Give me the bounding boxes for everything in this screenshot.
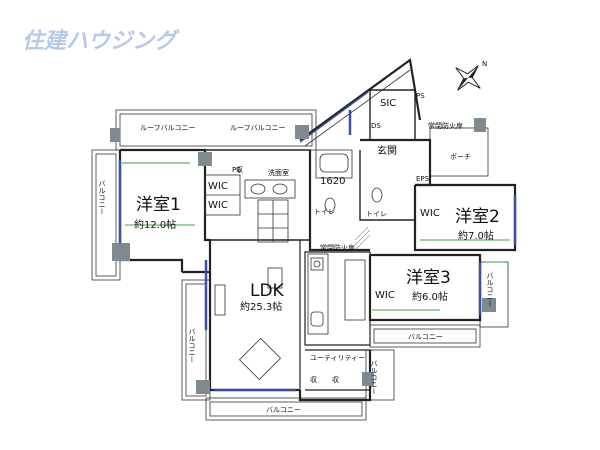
label-toilet-1: トイレ xyxy=(314,208,335,216)
label-eps: EPS xyxy=(416,175,430,183)
label-bath: 1620 xyxy=(320,176,345,187)
kitchen-counter xyxy=(307,253,366,335)
label-ds: DS xyxy=(371,122,381,130)
wic-block-western1 xyxy=(204,174,241,216)
room-ldk-area: 約25.3帖 xyxy=(240,300,282,313)
room-western2-name: 洋室2 xyxy=(455,207,500,227)
walls xyxy=(118,58,517,402)
label-closet-b: 収 xyxy=(332,376,339,384)
label-wic-4: WIC xyxy=(375,290,395,301)
label-toilet-2: トイレ xyxy=(366,210,387,218)
ldk-furniture xyxy=(214,267,283,381)
label-utility: ユーティリティー xyxy=(310,354,365,362)
label-closet-a: 収 xyxy=(310,376,317,384)
room-western1-area: 約12.0帖 xyxy=(134,218,176,231)
label-ps-1: PS xyxy=(416,92,425,100)
label-wic-2: WIC xyxy=(208,200,228,211)
label-entrance: 玄関 xyxy=(377,144,397,157)
label-balcony-mid: バルコニー xyxy=(408,333,443,341)
compass-icon: N xyxy=(455,60,487,91)
label-balcony-bottom: バルコニー xyxy=(266,406,301,414)
window-lines xyxy=(118,91,517,392)
label-wic-1: WIC xyxy=(208,181,228,192)
pillars xyxy=(110,118,496,394)
toilets xyxy=(324,187,383,213)
green-marks xyxy=(122,162,510,311)
label-balcony-right-2: バルコニー xyxy=(370,360,378,395)
room-western2-area: 約7.0帖 xyxy=(458,229,494,242)
room-western3-area: 約6.0帖 xyxy=(412,290,448,303)
label-wic-3: WIC xyxy=(420,208,440,219)
bathtub xyxy=(315,149,353,179)
company-logo: 住建ハウジング xyxy=(22,28,180,54)
label-fire-door-2: 常閉防火扉 xyxy=(428,121,463,130)
label-porch: ポーチ xyxy=(450,153,471,161)
label-balcony-ldk-left: バルコニー xyxy=(188,328,196,363)
room-western3-name: 洋室3 xyxy=(406,268,451,288)
room-ldk-name: LDK xyxy=(250,281,285,301)
shelving xyxy=(257,199,289,243)
label-balcony-left: バルコニー xyxy=(98,180,106,215)
label-balcony-right: バルコニー xyxy=(486,272,494,307)
label-closet-c: 収 xyxy=(236,166,243,174)
label-washroom: 洗面室 xyxy=(268,168,289,177)
label-roof-balcony-2: ルーフバルコニー xyxy=(230,124,285,132)
room-western1-name: 洋室1 xyxy=(136,195,181,215)
label-ps-2: PS xyxy=(232,166,241,174)
label-roof-balcony-1: ルーフバルコニー xyxy=(140,124,195,132)
label-fire-door-1: 常閉防火扉 xyxy=(320,243,355,252)
ds-hatch xyxy=(354,226,371,251)
label-sic: SIC xyxy=(380,98,396,109)
washroom-fixtures xyxy=(244,179,296,199)
compass-north-label: N xyxy=(482,60,487,68)
